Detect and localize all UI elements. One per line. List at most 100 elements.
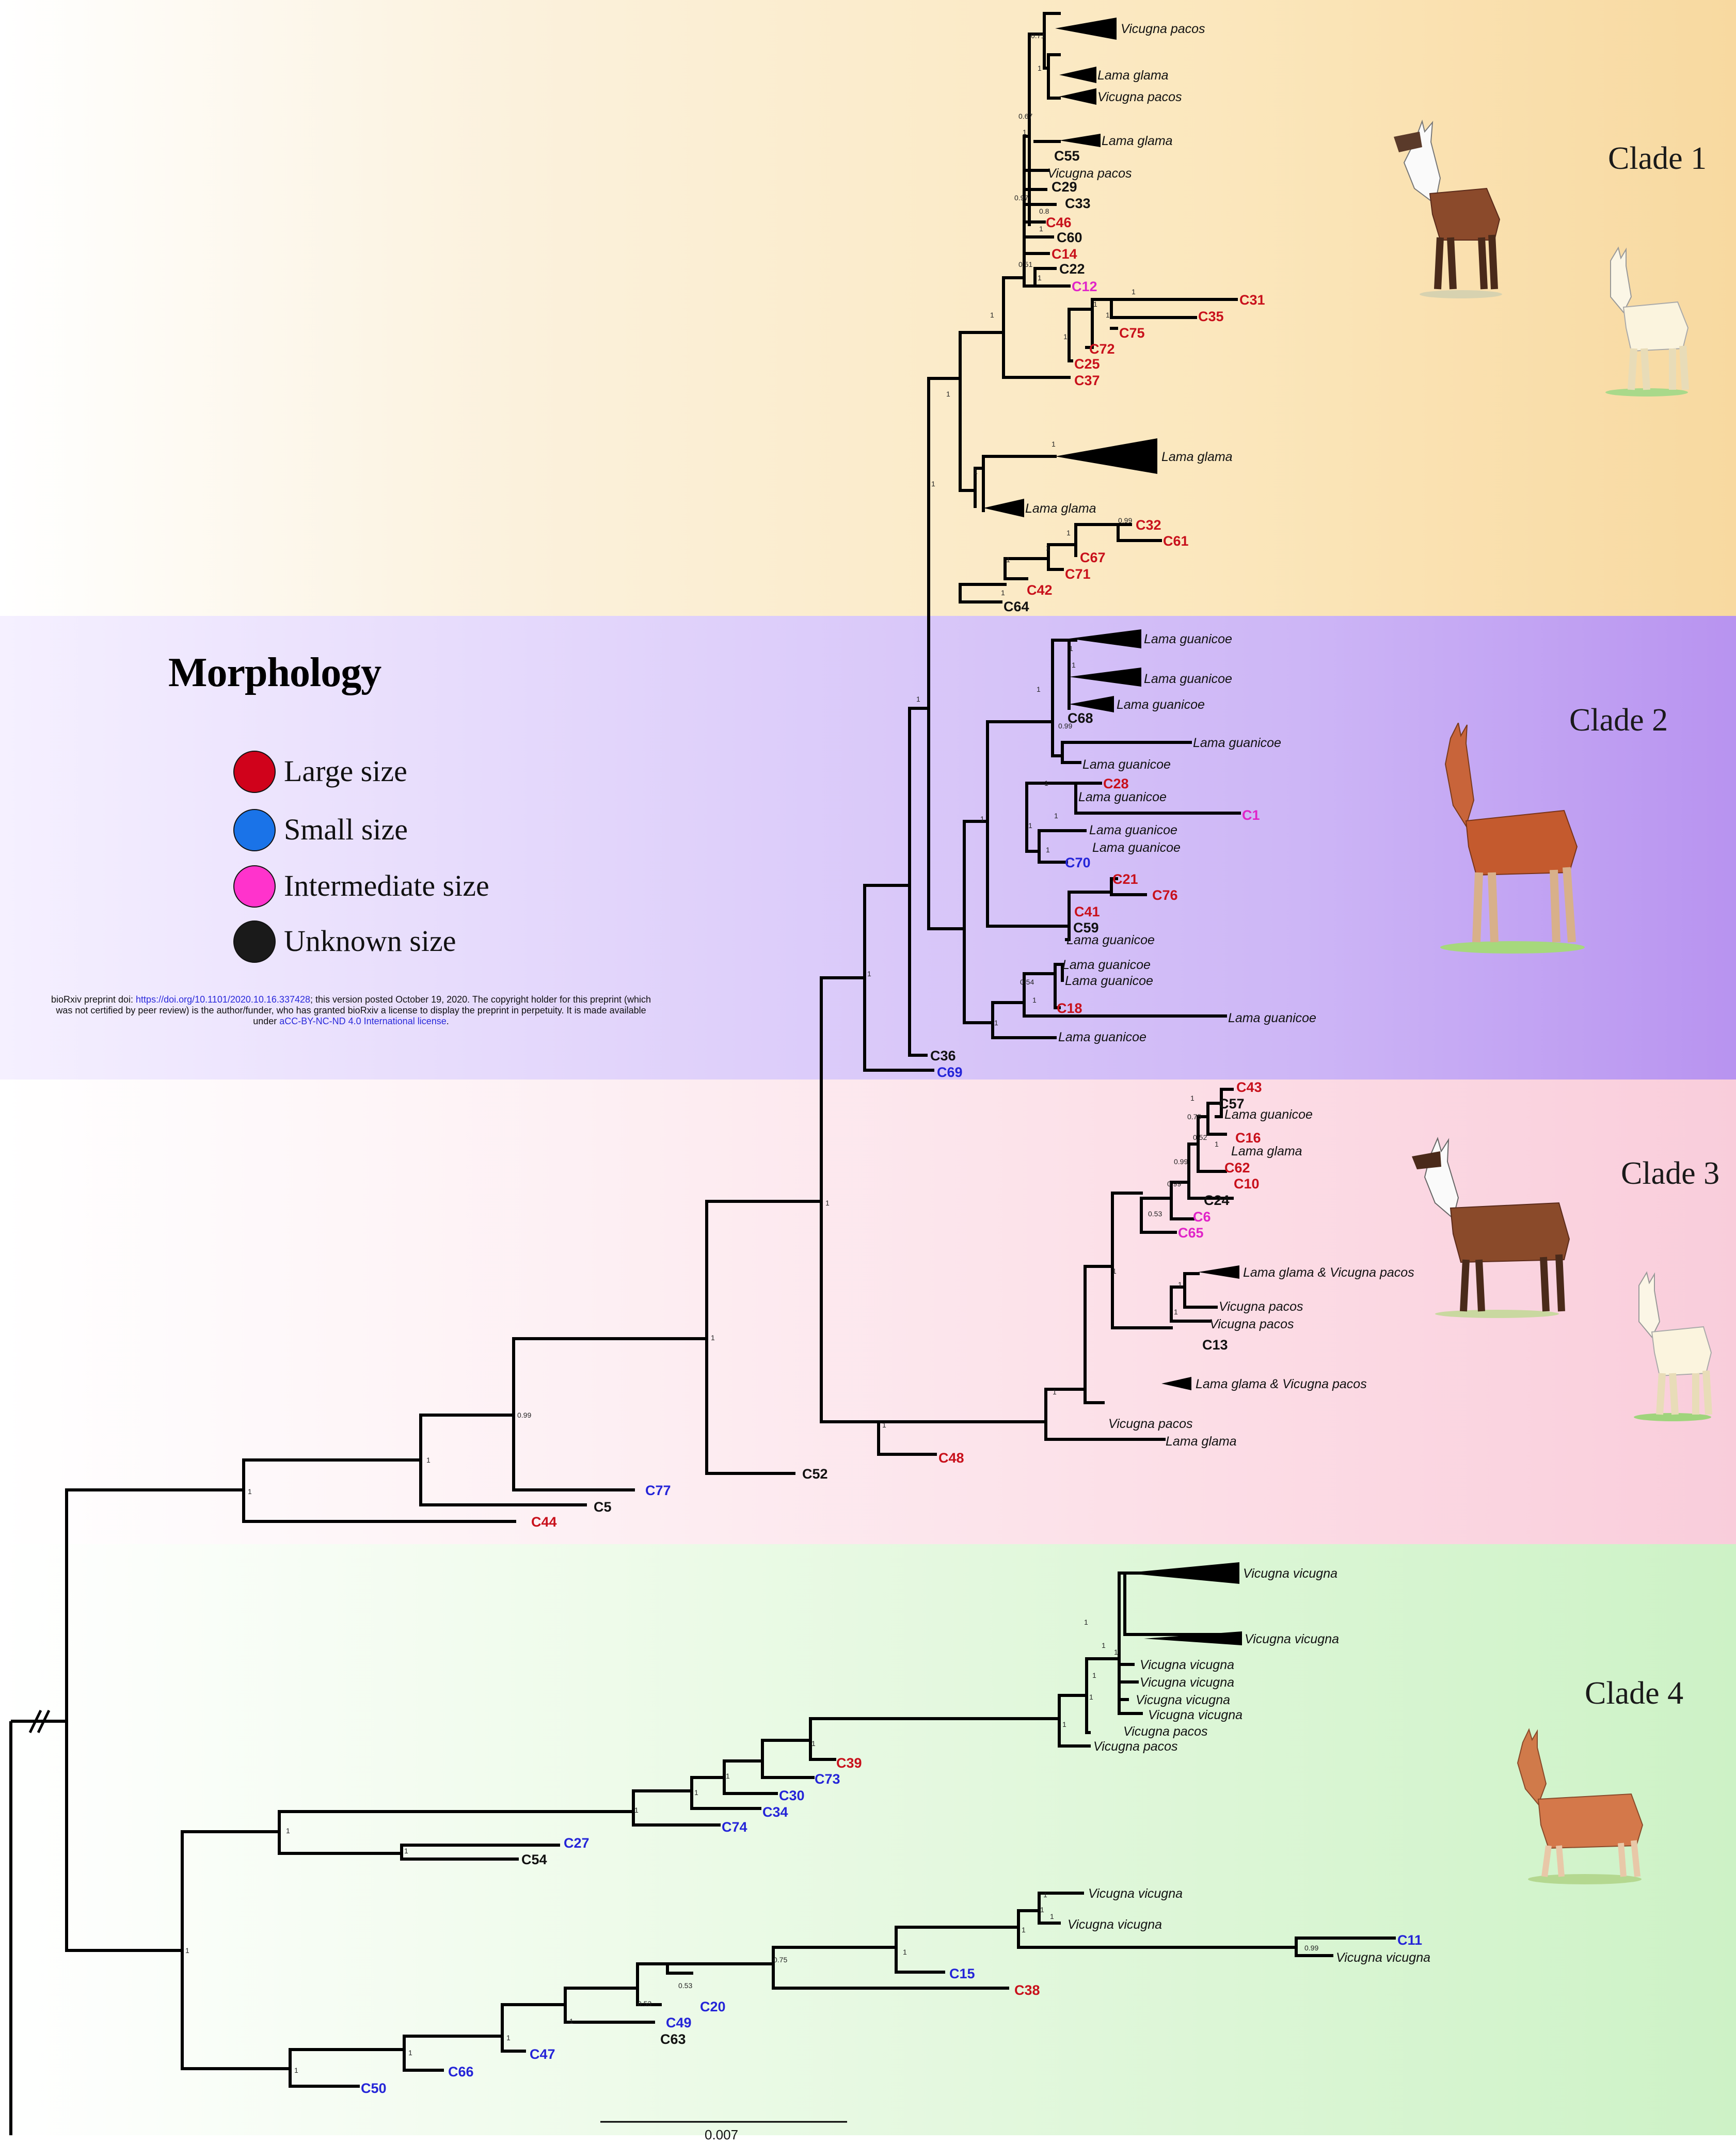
- tip-label-c21: C21: [1112, 871, 1138, 887]
- species-label: Vicugna pacos: [1097, 90, 1182, 104]
- tip-label-c63: C63: [660, 2031, 686, 2047]
- species-label: Vicugna pacos: [1047, 166, 1132, 181]
- tip-label-c64: C64: [1004, 599, 1029, 614]
- species-label: Lama guanicoe: [1089, 823, 1177, 837]
- tip-label-c5: C5: [594, 1499, 612, 1515]
- tip-label-c20: C20: [700, 1999, 726, 2014]
- support-value: 1: [867, 970, 871, 978]
- species-label: Lama guanicoe: [1224, 1107, 1313, 1122]
- tip-label-c70: C70: [1065, 855, 1091, 870]
- tip-label-c24: C24: [1204, 1193, 1230, 1208]
- support-value: 0.52: [1193, 1133, 1207, 1141]
- tip-label-c10: C10: [1234, 1176, 1260, 1192]
- collapsed-clade-triangle: [1055, 18, 1117, 40]
- support-value: 1: [1001, 589, 1005, 597]
- support-value: 1: [946, 390, 950, 398]
- tip-label-c75: C75: [1119, 325, 1145, 341]
- support-value: 1: [811, 1739, 816, 1748]
- tip-label-c44: C44: [531, 1514, 557, 1530]
- tip-label-c34: C34: [762, 1804, 788, 1820]
- support-value: 1: [1062, 1720, 1066, 1728]
- species-label: Vicugna vicugna: [1336, 1950, 1430, 1965]
- tip-label-c27: C27: [564, 1835, 590, 1851]
- support-value: 1: [882, 1421, 886, 1429]
- support-value: 1: [634, 1806, 639, 1814]
- tip-label-c13: C13: [1202, 1337, 1228, 1353]
- species-label: Vicugna pacos: [1108, 1417, 1193, 1431]
- tip-label-c1: C1: [1242, 807, 1260, 823]
- species-label: Vicugna vicugna: [1148, 1708, 1243, 1722]
- support-value: 1: [1046, 846, 1050, 854]
- support-value: 0.99: [1058, 722, 1072, 730]
- tip-label-c52: C52: [802, 1466, 828, 1482]
- tip-label-c42: C42: [1027, 582, 1053, 598]
- support-value: 1: [1066, 529, 1071, 537]
- species-label: Vicugna pacos: [1093, 1739, 1178, 1754]
- species-label: Vicugna pacos: [1123, 1724, 1208, 1739]
- support-value: 0.99: [517, 1411, 531, 1419]
- species-label: Vicugna vicugna: [1245, 1632, 1339, 1646]
- species-label: Vicugna vicugna: [1243, 1566, 1337, 1581]
- support-value: 1: [506, 2034, 511, 2042]
- support-value: 0.97: [1014, 194, 1028, 202]
- species-label: Vicugna vicugna: [1068, 1917, 1162, 1932]
- tip-label-c43: C43: [1236, 1080, 1262, 1095]
- support-value: 0.51: [1018, 260, 1032, 268]
- tip-label-c39: C39: [836, 1755, 862, 1771]
- support-value: 1: [1039, 225, 1043, 233]
- support-value: 1: [1052, 440, 1056, 448]
- tip-label-c47: C47: [530, 2046, 555, 2062]
- support-value: 0.71: [1031, 31, 1045, 40]
- species-label: Lama glama: [1097, 68, 1169, 83]
- tip-label-c37: C37: [1074, 373, 1100, 388]
- support-value: 1: [248, 1487, 252, 1496]
- species-label: Lama guanicoe: [1117, 697, 1205, 712]
- tip-label-c28: C28: [1103, 776, 1129, 791]
- tip-label-c60: C60: [1057, 230, 1082, 245]
- support-value: 0.99: [1118, 516, 1132, 525]
- species-label: Vicugna pacos: [1121, 22, 1205, 36]
- tip-label-c67: C67: [1080, 550, 1106, 565]
- tip-label-c6: C6: [1193, 1209, 1211, 1225]
- support-value: 1: [1046, 544, 1050, 552]
- support-value: 1: [1028, 821, 1032, 830]
- collapsed-clade-triangle: [1059, 67, 1096, 83]
- support-value: 1: [931, 480, 935, 488]
- support-value: 1: [1054, 812, 1058, 820]
- support-value: 0.99: [1174, 1157, 1188, 1166]
- tip-label-c55: C55: [1054, 148, 1080, 164]
- tip-label-c66: C66: [448, 2064, 474, 2079]
- support-value: 1: [974, 467, 978, 475]
- species-label: Lama guanicoe: [1228, 1011, 1316, 1025]
- collapsed-clade-triangle: [1069, 668, 1141, 687]
- support-value: 1: [1044, 779, 1048, 787]
- support-value: 1: [408, 2049, 412, 2057]
- support-value: 1: [825, 1199, 830, 1207]
- species-label: Lama guanicoe: [1144, 672, 1232, 686]
- collapsed-clade-triangle: [1055, 438, 1157, 474]
- species-label: Vicugna vicugna: [1140, 1658, 1234, 1672]
- support-value: 1: [1093, 300, 1097, 308]
- support-value: 0.8: [1039, 207, 1049, 215]
- collapsed-clade-triangle: [1125, 1562, 1239, 1584]
- support-value: 1: [1050, 1912, 1054, 1920]
- tip-label-c31: C31: [1239, 292, 1265, 308]
- tip-label-c73: C73: [815, 1771, 840, 1787]
- tip-label-c18: C18: [1057, 1001, 1082, 1016]
- support-value: 1: [1106, 311, 1110, 319]
- support-value: 1: [1006, 555, 1010, 564]
- collapsed-clade-triangle: [1198, 1265, 1239, 1279]
- tip-label-c32: C32: [1136, 517, 1161, 533]
- support-value: 1: [1038, 64, 1042, 72]
- collapsed-clade-triangle: [1059, 134, 1101, 147]
- species-label: Vicugna vicugna: [1140, 1675, 1234, 1690]
- tip-label-c77: C77: [645, 1483, 671, 1498]
- support-value: 1: [1178, 1280, 1182, 1289]
- species-label: Lama guanicoe: [1193, 736, 1281, 750]
- tip-label-c33: C33: [1065, 196, 1091, 211]
- support-value: 1: [1040, 1906, 1044, 1914]
- tip-label-c16: C16: [1235, 1130, 1261, 1146]
- tip-label-c14: C14: [1052, 246, 1077, 262]
- tip-label-c54: C54: [521, 1852, 547, 1867]
